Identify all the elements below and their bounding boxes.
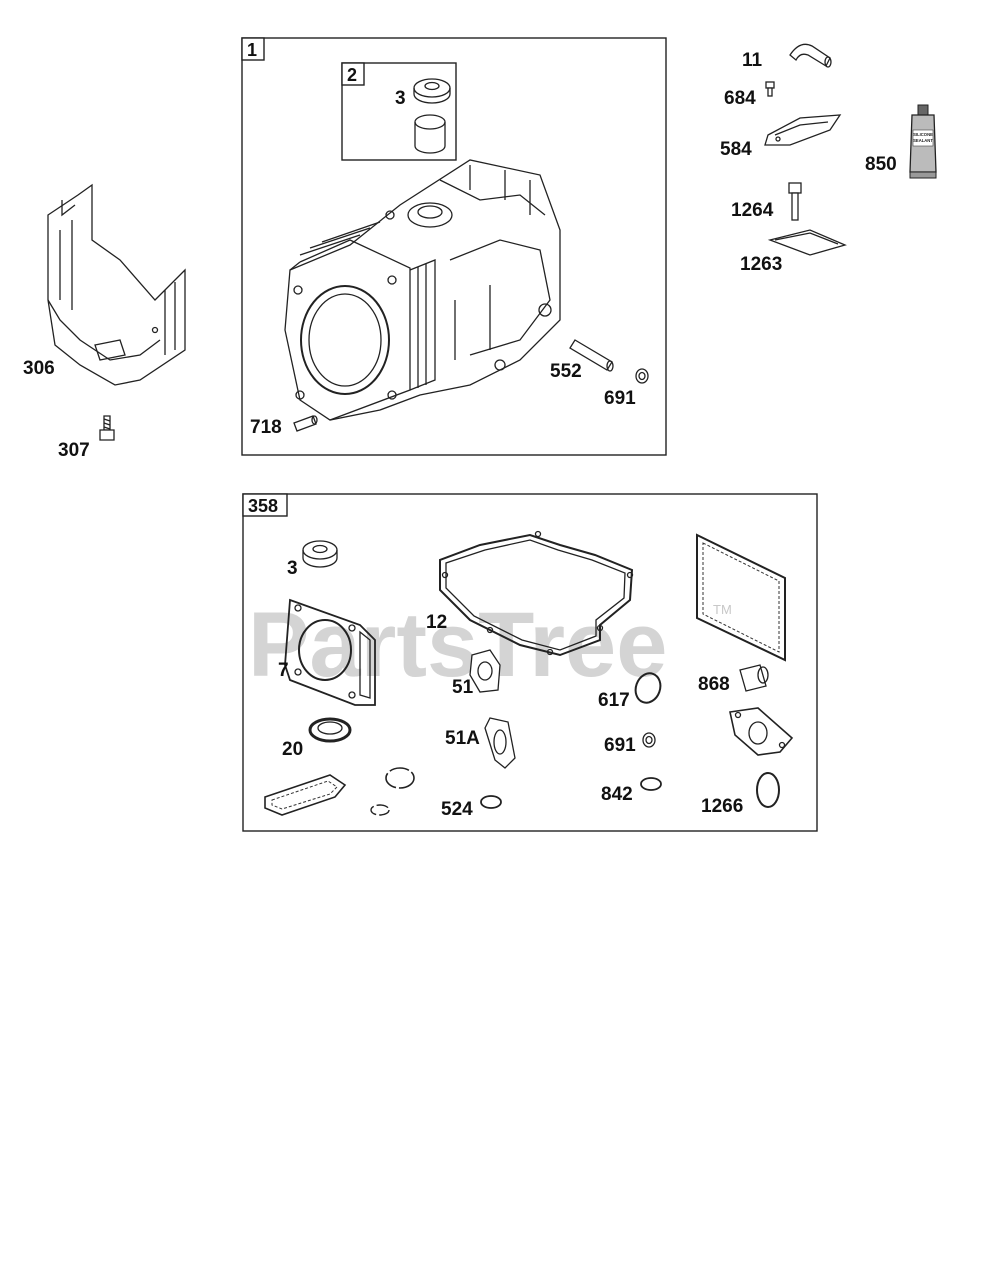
part-label[interactable]: 1266 — [701, 796, 743, 817]
box-2-label[interactable]: 2 — [347, 65, 357, 85]
part-718-pin-icon[interactable] — [293, 415, 318, 432]
part-label[interactable]: 51A — [445, 728, 480, 749]
part-51A-gasket-icon[interactable] — [484, 717, 516, 769]
part-label[interactable]: 306 — [23, 358, 55, 379]
part-842-o-ring-icon[interactable] — [640, 777, 662, 791]
ring-icon — [370, 804, 390, 816]
part-1263-gasket-icon[interactable] — [767, 229, 847, 256]
part-label[interactable]: 1263 — [740, 254, 782, 275]
part-306-shroud-icon[interactable] — [47, 183, 186, 386]
part-7-head-gasket-icon[interactable] — [284, 598, 376, 706]
part-label[interactable]: 51 — [452, 677, 474, 698]
part-label[interactable]: 20 — [282, 739, 303, 760]
part-label[interactable]: 1264 — [731, 200, 774, 221]
part-label[interactable]: 3 — [395, 88, 406, 109]
box-358-label[interactable]: 358 — [248, 496, 278, 516]
part-label[interactable]: 691 — [604, 388, 636, 409]
part-12-crankcase-gasket-icon[interactable] — [439, 530, 634, 657]
part-552-tube-icon[interactable] — [569, 339, 614, 372]
box-2-tag — [341, 62, 365, 86]
part-684-screw-icon[interactable] — [765, 81, 775, 97]
part-label[interactable]: 12 — [426, 612, 447, 633]
cylinder-block-icon[interactable] — [284, 159, 561, 421]
part-850-sealant-tube-icon[interactable]: SILICONE SEALANT — [909, 104, 937, 179]
part-label[interactable]: 842 — [601, 784, 633, 805]
bushing-icon — [414, 114, 446, 154]
part-label[interactable]: 552 — [550, 361, 582, 382]
part-label[interactable]: 584 — [720, 139, 752, 160]
part-307-screw-icon[interactable] — [99, 415, 115, 441]
box-1-frame — [241, 37, 667, 456]
box-358-frame — [242, 493, 818, 832]
valve-cover-gasket-icon — [696, 533, 786, 662]
part-20-oil-seal-icon[interactable] — [308, 717, 352, 743]
tube-text-line2: SEALANT — [913, 138, 933, 143]
breather-gasket-icon — [264, 774, 347, 816]
part-3-seal-icon[interactable] — [413, 78, 451, 104]
part-label[interactable]: 691 — [604, 735, 636, 756]
tube-text-line1: SILICONE — [913, 132, 933, 137]
part-584-cover-icon[interactable] — [764, 114, 842, 146]
part-524-o-ring-icon[interactable] — [480, 795, 502, 809]
part-label[interactable]: 307 — [58, 440, 90, 461]
part-label[interactable]: 868 — [698, 674, 730, 695]
part-1266-o-ring-icon[interactable] — [756, 772, 780, 808]
part-51-gasket-icon[interactable] — [469, 649, 501, 693]
part-868-bushing-icon[interactable] — [739, 664, 769, 692]
part-label[interactable]: 684 — [724, 88, 756, 109]
part-1264-bolt-icon[interactable] — [788, 182, 802, 221]
part-11-breather-tube-icon[interactable] — [789, 43, 832, 68]
intake-gasket-icon — [729, 707, 794, 756]
watermark-tm: TM — [713, 602, 732, 617]
part-label[interactable]: 718 — [250, 417, 282, 438]
box-1-tag — [241, 37, 265, 61]
part-label[interactable]: 850 — [865, 154, 897, 175]
part-label[interactable]: 524 — [441, 799, 473, 820]
part-691-seal-icon[interactable] — [642, 732, 656, 748]
part-3-seal-icon[interactable] — [302, 540, 338, 568]
part-label[interactable]: 3 — [287, 558, 298, 579]
part-691-seal-icon[interactable] — [635, 368, 649, 384]
box-1-label[interactable]: 1 — [247, 40, 257, 60]
box-2-frame — [341, 62, 457, 161]
part-label[interactable]: 7 — [278, 660, 289, 681]
box-358-tag — [242, 493, 288, 517]
ring-icon — [385, 767, 415, 789]
part-label[interactable]: 11 — [742, 50, 763, 71]
part-label[interactable]: 617 — [598, 690, 630, 711]
part-617-o-ring-icon[interactable] — [632, 670, 665, 706]
